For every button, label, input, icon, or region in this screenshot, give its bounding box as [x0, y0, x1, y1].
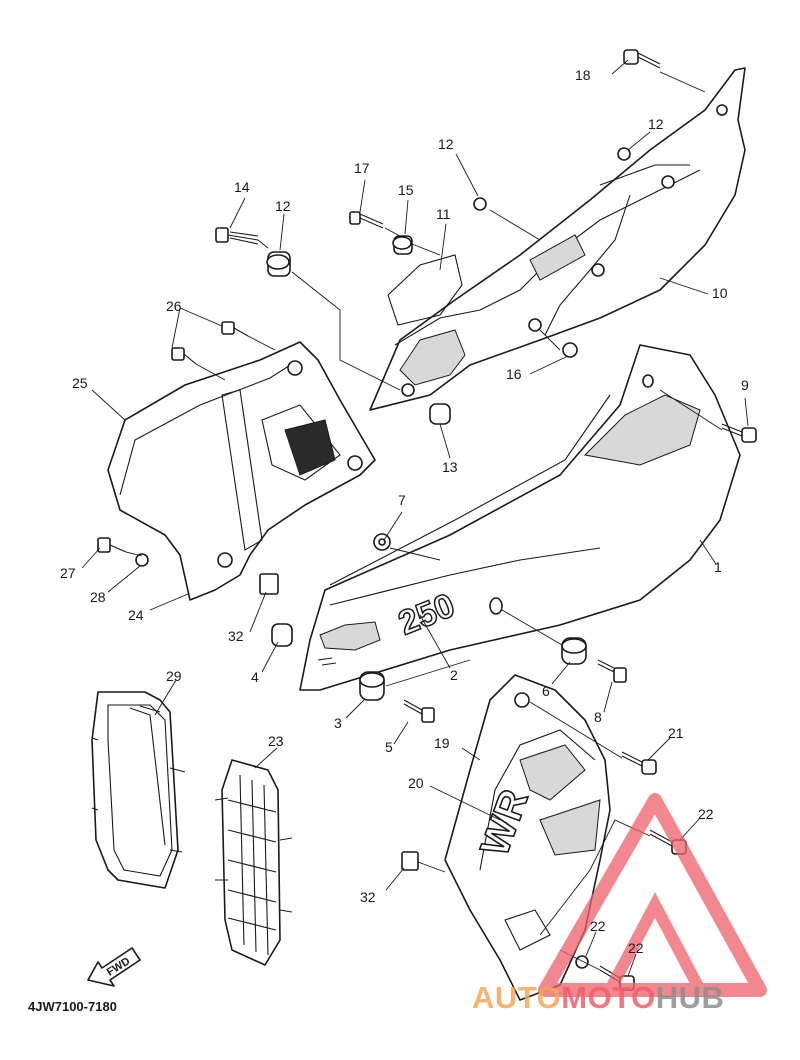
callout-22-lower: 22 [698, 806, 714, 822]
radiator-guard [91, 691, 186, 889]
callout-30: 28 [90, 589, 106, 605]
collar-13 [266, 251, 291, 277]
collar-4 [271, 623, 293, 647]
diagram-code: 4JW7100-7180 [28, 999, 117, 1014]
side-number-plate [299, 344, 741, 691]
washer-24 [575, 955, 589, 969]
callout-25: 23 [268, 733, 284, 749]
callout-32-lower: 32 [360, 889, 376, 905]
callout-22-upper: 21 [668, 725, 684, 741]
collar-3 [359, 671, 385, 701]
callout-16: 15 [398, 182, 414, 198]
bolt-15 [215, 227, 259, 245]
callout-9: 9 [741, 377, 749, 393]
callout-21: 20 [408, 775, 424, 791]
watermark-brand-text: AUTOMOTOHUB [472, 980, 724, 1016]
callout-14: 13 [442, 459, 458, 475]
radiator-shroud [444, 674, 611, 1001]
callout-28: 26 [166, 298, 182, 314]
brand-auto: AUTO [472, 980, 562, 1015]
callout-12-right: 12 [648, 116, 664, 132]
callout-29: 27 [60, 565, 76, 581]
callout-13: 12 [275, 198, 291, 214]
callout-11: 11 [436, 206, 451, 222]
bolt-9 [721, 423, 757, 443]
grommet-12 [473, 147, 631, 211]
bolt-19 [623, 49, 661, 69]
clip-nut-32-upper [259, 573, 279, 595]
bolt-29 [97, 537, 127, 553]
callout-20: 19 [434, 735, 450, 751]
callout-10: 10 [712, 285, 728, 301]
callout-23: 22 [628, 940, 644, 956]
assembly-lines [125, 71, 723, 971]
callout-leaders [81, 59, 749, 977]
radiator-louver [214, 759, 293, 966]
callout-2: 2 [450, 667, 458, 683]
callout-4: 4 [251, 669, 259, 685]
callout-27: 25 [72, 375, 88, 391]
clip-nut-32-lower [401, 851, 419, 871]
collar-14 [429, 403, 451, 425]
nut-30 [135, 553, 149, 567]
callout-7: 7 [398, 492, 406, 508]
bolt-28 [171, 321, 249, 365]
brand-moto: MOTO [561, 980, 656, 1015]
callout-32-upper: 32 [228, 628, 244, 644]
callout-31: 29 [166, 668, 182, 684]
callout-18: 17 [354, 160, 370, 176]
collar-6 [561, 637, 587, 665]
callout-5: 5 [385, 739, 393, 755]
callout-24: 22 [590, 918, 606, 934]
bolt-5 [403, 699, 435, 723]
forward-direction-arrow [87, 947, 141, 987]
bolt-22-upper [621, 751, 657, 775]
brand-hub: HUB [655, 980, 725, 1015]
grommet-16 [392, 235, 413, 255]
bolt-18 [349, 211, 384, 229]
washer-17 [562, 342, 578, 358]
callout-19: 18 [575, 67, 591, 83]
callout-15: 14 [234, 179, 250, 195]
callout-26: 24 [128, 607, 144, 623]
watermark-logo [538, 793, 767, 997]
callout-12-left: 12 [438, 136, 454, 152]
callout-17: 16 [506, 366, 522, 382]
callout-3: 3 [334, 715, 342, 731]
bolt-8 [597, 659, 627, 683]
callout-8: 8 [594, 709, 602, 725]
callout-1: 1 [714, 559, 722, 575]
callout-6: 6 [542, 683, 550, 699]
upper-side-cover [369, 67, 746, 411]
washer-7 [373, 533, 391, 551]
side-cover-frame [107, 341, 376, 601]
